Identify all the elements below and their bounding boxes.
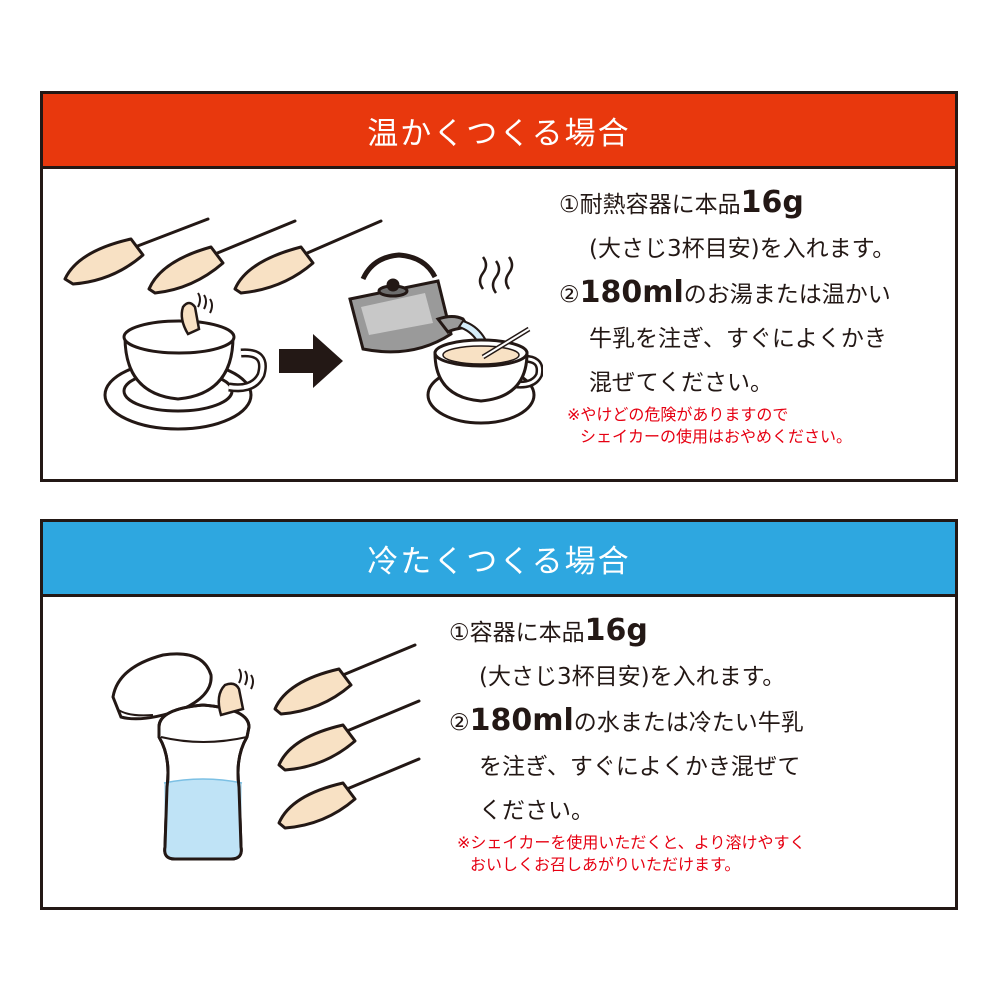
hot-step2-line2: 牛乳を注ぎ、すぐによくかき: [589, 326, 887, 352]
measuring-spoon-icon: [277, 757, 421, 830]
cold-method-illustration: [111, 643, 421, 861]
kettle-icon: [348, 252, 471, 354]
steam-icon: [478, 256, 514, 294]
measuring-spoon-icon: [273, 643, 417, 716]
cold-method-title: 冷たくつくる場合: [367, 543, 631, 580]
note-line: シェイカーの使用はおやめください。: [580, 427, 853, 446]
hot-method-panel: 温かくつくる場合: [40, 91, 958, 482]
step-amount: 180ml: [469, 703, 574, 738]
hot-step2-line3: 混ぜてください。: [589, 370, 773, 396]
hot-method-steps: ①耐熱容器に本品16g (大さじ3杯目安)を入れます。 ②180mlのお湯または…: [559, 181, 895, 405]
step-amount: 16g: [584, 613, 648, 648]
cold-step2-line1: ②180mlの水または冷たい牛乳: [449, 699, 804, 745]
cup-icon: [103, 292, 267, 431]
shaker-lid-icon: [111, 652, 213, 721]
step-text: 容器に本品: [469, 620, 585, 646]
step-marker: ①: [449, 620, 470, 646]
cup-icon: [426, 326, 543, 425]
step-marker: ②: [559, 282, 580, 308]
cold-step2-line2: を注ぎ、すぐによくかき混ぜて: [479, 754, 801, 780]
note-line: ※シェイカーを使用いただくと、より溶けやすく: [457, 833, 806, 852]
note-line: おいしくお召しあがりいただけます。: [470, 855, 741, 874]
cold-method-steps: ①容器に本品16g (大さじ3杯目安)を入れます。 ②180mlの水または冷たい…: [449, 609, 804, 833]
cold-step2-line3: ください。: [479, 798, 594, 824]
cold-step1-line2: (大さじ3杯目安)を入れます。: [479, 664, 786, 690]
measuring-spoon-icon: [147, 219, 297, 295]
cold-method-header: 冷たくつくる場合: [43, 522, 955, 597]
step-text: 耐熱容器に本品: [579, 192, 741, 218]
hot-step1-line2: (大さじ3杯目安)を入れます。: [589, 236, 896, 262]
hot-method-header: 温かくつくる場合: [43, 94, 955, 169]
step-text: の水または冷たい牛乳: [573, 710, 804, 736]
measuring-spoon-icon: [277, 699, 421, 772]
shaker-icon: [157, 668, 254, 861]
arrow-right-icon: [279, 334, 343, 388]
measuring-spoon-icon: [233, 219, 383, 295]
hot-method-title: 温かくつくる場合: [367, 115, 631, 152]
step-marker: ②: [449, 710, 470, 736]
hot-step1-line1: ①耐熱容器に本品16g: [559, 181, 895, 227]
hot-method-warning-note: ※やけどの危険がありますので シェイカーの使用はおやめください。: [567, 404, 852, 448]
step-amount: 16g: [740, 185, 804, 220]
hot-method-illustration: [63, 217, 543, 431]
step-text: のお湯または温かい: [683, 282, 891, 308]
cold-step1-line1: ①容器に本品16g: [449, 609, 804, 655]
step-marker: ①: [559, 192, 580, 218]
cold-method-panel: 冷たくつくる場合: [40, 519, 958, 910]
step-amount: 180ml: [579, 275, 684, 310]
cold-method-tip-note: ※シェイカーを使用いただくと、より溶けやすく おいしくお召しあがりいただけます。: [457, 832, 805, 876]
note-line: ※やけどの危険がありますので: [567, 405, 789, 424]
hot-step2-line1: ②180mlのお湯または温かい: [559, 271, 895, 317]
measuring-spoon-icon: [63, 217, 210, 286]
